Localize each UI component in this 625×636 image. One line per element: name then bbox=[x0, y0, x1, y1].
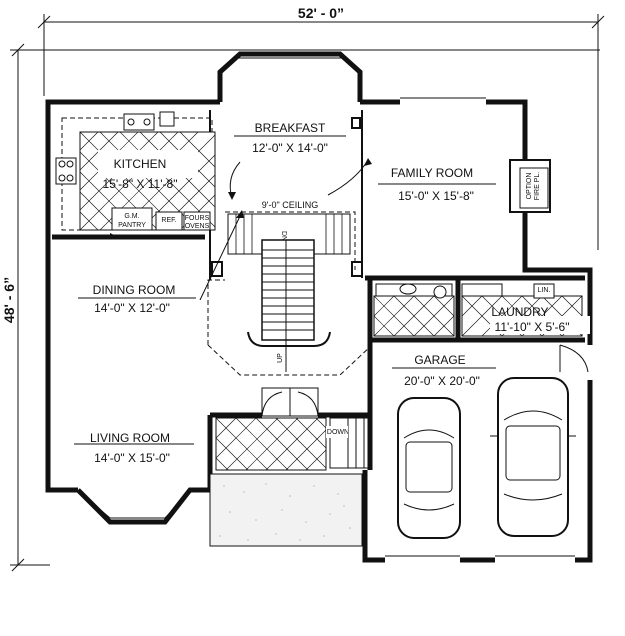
breakfast-name: BREAKFAST bbox=[255, 121, 326, 135]
breakfast-room: BREAKFAST 12'-0" X 14'-0" 9'-0" CEILING bbox=[228, 57, 372, 210]
car-left bbox=[397, 397, 461, 539]
ref-label: REF. bbox=[161, 217, 176, 224]
dining-room-size: 14'-0" X 12'-0" bbox=[94, 301, 170, 315]
kitchen-size: 15'-8" X 11'-8" bbox=[103, 177, 178, 191]
kitchen-name: KITCHEN bbox=[114, 157, 167, 171]
entry-porch: DOWN bbox=[209, 387, 371, 547]
kitchen-sink bbox=[123, 113, 155, 131]
porch-paving bbox=[219, 483, 351, 541]
depth-dimension-label: 48' - 6” bbox=[1, 277, 17, 323]
interior-walls bbox=[52, 110, 585, 470]
laundry-size: 11'-10" X 5'-6" bbox=[495, 320, 570, 334]
kitchen-counters: KITCHEN 15'-8" X 11'-8" G.M. PANTRY REF.… bbox=[55, 111, 216, 231]
width-dimension: 52' - 0” bbox=[37, 5, 605, 250]
breakfast-size: 12'-0" X 14'-0" bbox=[252, 141, 328, 155]
stair-dn-label: DN bbox=[280, 231, 287, 241]
car-right bbox=[490, 377, 576, 537]
living-room-size: 14'-0" X 15'-0" bbox=[94, 451, 170, 465]
dining-room-name: DINING ROOM bbox=[93, 283, 176, 297]
stair-down-label: DOWN bbox=[327, 429, 349, 436]
dining-living: DINING ROOM 14'-0" X 12'-0" LIVING ROOM … bbox=[74, 233, 196, 519]
laundry-name: LAUNDRY bbox=[491, 305, 548, 319]
ceiling-label: 9'-0" CEILING bbox=[262, 200, 318, 210]
pantry bbox=[111, 207, 153, 231]
depth-dimension: 48' - 6” bbox=[1, 43, 600, 572]
garage-name: GARAGE bbox=[414, 353, 465, 367]
fireplace-label-2: FIRE PL. bbox=[534, 172, 541, 200]
pantry-label-1: G.M. bbox=[124, 213, 139, 220]
staircase: UP DN bbox=[199, 210, 373, 376]
family-room: FAMILY ROOM 15'-0" X 15'-8" OPTION FIRE … bbox=[378, 97, 541, 203]
family-room-size: 15'-0" X 15'-8" bbox=[398, 189, 474, 203]
width-dimension-label: 52' - 0” bbox=[298, 5, 344, 21]
stair-up-label: UP bbox=[277, 353, 284, 363]
ovens-label-1: FOURS bbox=[185, 215, 210, 222]
linen-label: LIN. bbox=[538, 287, 551, 294]
laundry: LAUNDRY 11'-10" X 5'-6" LIN. bbox=[373, 283, 590, 373]
garage: GARAGE 20'-0" X 20'-0" bbox=[385, 353, 576, 557]
fireplace-label-1: OPTION bbox=[526, 173, 533, 200]
cooktop bbox=[55, 157, 77, 185]
refrigerator bbox=[155, 211, 183, 231]
family-room-name: FAMILY ROOM bbox=[391, 166, 473, 180]
living-room-name: LIVING ROOM bbox=[90, 431, 170, 445]
front-porch bbox=[209, 473, 363, 547]
garage-size: 20'-0" X 20'-0" bbox=[404, 374, 480, 388]
ovens-label-2: OVENS bbox=[185, 223, 210, 230]
exterior-walls bbox=[45, 51, 593, 563]
pantry-label-2: PANTRY bbox=[118, 222, 146, 229]
ovens bbox=[183, 211, 211, 231]
